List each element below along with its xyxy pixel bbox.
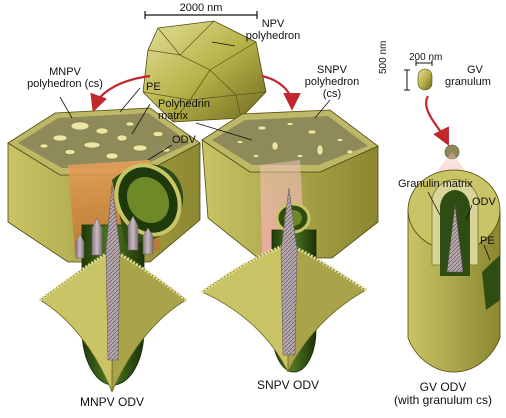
scale-label-main: 2000 nm [179, 2, 223, 14]
gv-odv-title-line2: (with granulum cs) [393, 393, 493, 407]
npv-label: NPV polyhedron [236, 18, 310, 42]
leader-lines [59, 41, 491, 261]
mnpv-label-line2: polyhedron (cs) [27, 78, 103, 90]
arrow-to-mnpv [90, 74, 151, 113]
snpv-label: SNPV polyhedron (cs) [300, 64, 364, 100]
pe-label: PE [146, 81, 161, 93]
matrix-label-line2: matrix [158, 110, 188, 122]
gv-label-line2: granulum [445, 76, 491, 88]
npv-label-line2: polyhedron [245, 30, 301, 42]
mnpv-odv [39, 163, 187, 393]
matrix-label-line1: Polyhedrin [158, 98, 210, 110]
scale-bar-main [144, 11, 258, 19]
mnpv-odv-title: MNPV ODV [80, 395, 145, 409]
npv-label-line1: NPV [261, 18, 285, 30]
gv-odv [407, 144, 501, 373]
snpv-odv-title: SNPV ODV [257, 378, 320, 392]
scale-bar-gv [404, 60, 433, 91]
arrow-to-gv [425, 95, 449, 146]
granulin-label: Granulin matrix [398, 178, 473, 190]
gv-granulum [417, 68, 433, 91]
mnpv-label: MNPV polyhedron (cs) [16, 66, 114, 90]
snpv-label-line2: polyhedron [304, 76, 360, 88]
arrow-to-snpv [261, 74, 301, 111]
gv-scale-v-label: 500 nm [378, 40, 389, 74]
gv-odv-title-line1: GV ODV [419, 380, 467, 394]
gv-label-line1: GV [467, 64, 483, 76]
gv-odv-label: ODV [472, 196, 496, 208]
odv-label: ODV [172, 134, 196, 146]
snpv-odv [201, 187, 367, 373]
mnpv-label-line1: MNPV [49, 66, 81, 78]
snpv-label-line3: (cs) [322, 88, 342, 100]
matrix-label: Polyhedrin matrix [158, 98, 210, 122]
snpv-label-line1: SNPV [317, 64, 347, 76]
gv-scale-h-label: 200 nm [409, 52, 443, 63]
gv-odv-title: GV ODV (with granulum cs) [388, 381, 498, 407]
gv-label: GV granulum [445, 64, 491, 88]
gv-pe-label: PE [480, 235, 495, 247]
